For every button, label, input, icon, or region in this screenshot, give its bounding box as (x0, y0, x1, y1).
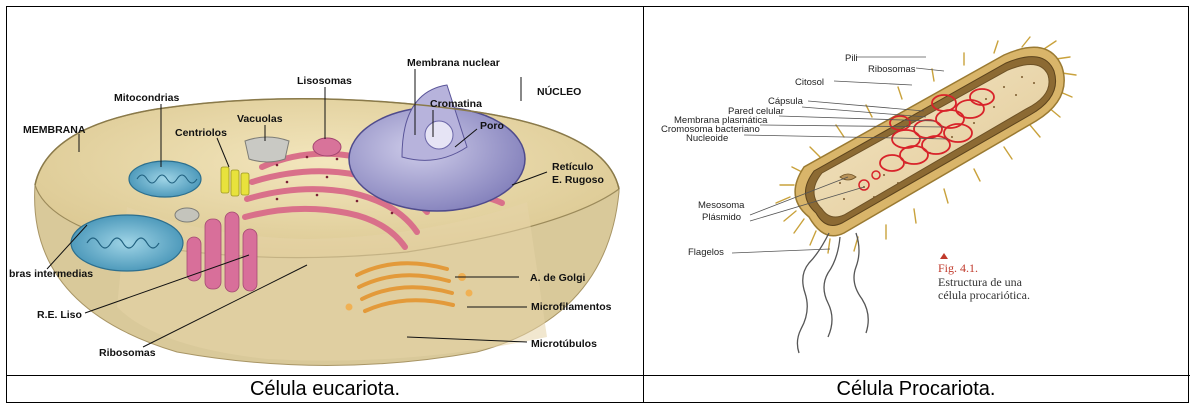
figure-caption-line2: célula procariótica. (938, 288, 1030, 302)
vacuole (245, 137, 289, 162)
label-poro: Poro (480, 120, 504, 132)
label-citosol: Citosol (795, 77, 824, 88)
label-ribosomas-proc: Ribosomas (868, 64, 916, 75)
label-fibras-intermedias: bras intermedias (9, 268, 93, 280)
label-centriolos: Centriolos (175, 127, 227, 139)
label-mitocondrias: Mitocondrias (114, 92, 179, 104)
label-pili: Pili (845, 53, 858, 64)
label-microfilamentos: Microfilamentos (531, 301, 612, 313)
caption-prokaryotic: Célula Procariota. (644, 376, 1188, 403)
column-divider (643, 7, 644, 403)
eukaryotic-cell-panel: MEMBRANA Mitocondrias Vacuolas Lisosomas… (7, 7, 643, 375)
mitochondrion-1 (129, 161, 201, 197)
prokaryotic-cell-diagram: Pili Ribosomas Citosol Cápsula Pared cel… (644, 7, 1188, 375)
label-reticulo: Retículo (552, 161, 593, 173)
figure-caption-line1: Estructura de una (938, 275, 1023, 289)
label-cromatina: Cromatina (430, 98, 482, 110)
label-nucleoide: Nucleoide (686, 133, 728, 144)
label-nucleo: NÚCLEO (537, 85, 581, 98)
label-membrana: MEMBRANA (23, 124, 86, 136)
flagella (797, 233, 868, 353)
mitochondrion-2 (71, 215, 183, 271)
label-plasmido: Plásmido (702, 212, 741, 223)
eukaryotic-cell-diagram: MEMBRANA Mitocondrias Vacuolas Lisosomas… (7, 7, 643, 375)
vacuole-small (175, 208, 199, 222)
label-microtubulos: Microtúbulos (531, 338, 597, 350)
caption-eukaryotic: Célula eucariota. (7, 376, 643, 403)
label-re-liso: R.E. Liso (37, 309, 82, 321)
nucleolus (425, 121, 453, 149)
figure-number: Fig. 4.1. (938, 261, 978, 275)
fig-marker-icon (940, 253, 948, 259)
label-flagelos: Flagelos (688, 247, 724, 258)
label-e-rugoso: E. Rugoso (552, 174, 604, 186)
prokaryotic-cell-panel: Pili Ribosomas Citosol Cápsula Pared cel… (644, 7, 1188, 375)
cytosol (814, 65, 1049, 217)
label-lisosomas: Lisosomas (297, 75, 352, 87)
label-ribosomas: Ribosomas (99, 347, 156, 359)
comparison-table: MEMBRANA Mitocondrias Vacuolas Lisosomas… (6, 6, 1189, 403)
label-vacuolas: Vacuolas (237, 113, 283, 125)
label-a-golgi: A. de Golgi (530, 272, 586, 284)
label-mesosoma: Mesosoma (698, 200, 745, 211)
lysosome (313, 138, 341, 156)
label-membrana-nuclear: Membrana nuclear (407, 57, 500, 69)
